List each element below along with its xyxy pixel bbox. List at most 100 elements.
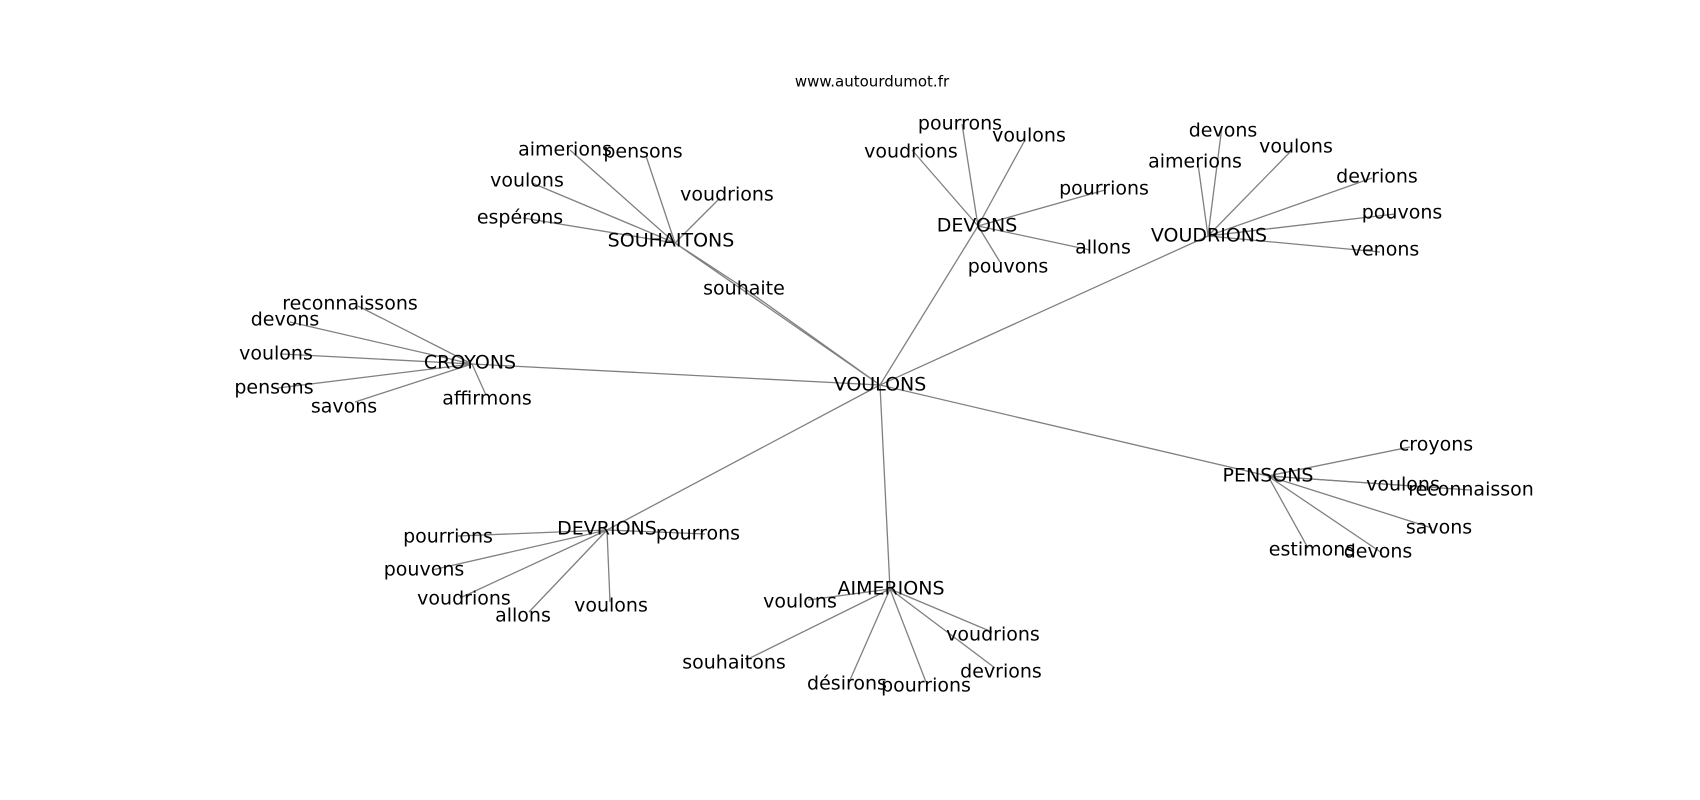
edge-devrions-allons <box>528 529 608 613</box>
leaf-label-souhaitons-voulons: voulons <box>490 170 564 192</box>
leaf-label-devrions-pourrions: pourrions <box>403 526 493 548</box>
leaf-label-voudrions-devons: devons <box>1189 120 1258 142</box>
edge-devons-voulons <box>977 139 1026 227</box>
leaf-label-voudrions-pouvons: pouvons <box>1362 202 1443 224</box>
leaf-label-devons-pourrions: pourrions <box>1059 178 1149 200</box>
site-url: www.autourdumot.fr <box>795 73 950 91</box>
edge-voudrions-pouvons <box>1207 213 1396 237</box>
edge-devrions-pourrions <box>457 529 608 537</box>
leaf-label-devrions-pourrons: pourrons <box>656 523 740 545</box>
leaf-label-voudrions-venons: venons <box>1351 239 1420 261</box>
edge-aimerions-souhaitons <box>745 588 891 661</box>
hub-label-devrions: DEVRIONS <box>557 518 657 540</box>
leaf-label-croyons-affirmons: affirmons <box>442 388 532 410</box>
leaf-label-pensons-devons: devons <box>1344 541 1413 563</box>
hub-label-souhaitons: SOUHAITONS <box>608 230 735 252</box>
edge-croyons-affirmons <box>471 363 487 396</box>
edge-devons-pourrons <box>961 123 979 227</box>
edge-aimerions-voulons <box>807 588 891 601</box>
edge-croyons-voulons <box>281 353 473 365</box>
leaf-label-croyons-devons: devons <box>251 309 320 331</box>
hub-label-voudrions: VOUDRIONS <box>1151 225 1267 247</box>
leaf-label-croyons-pensons: pensons <box>234 377 313 399</box>
edge-souhaitons-pensons <box>645 155 676 244</box>
center-node-label: VOULONS <box>834 374 927 396</box>
edge-center-pensons <box>879 384 1269 477</box>
leaf-label-devrions-allons: allons <box>495 605 551 627</box>
leaf-label-devrions-voulons: voulons <box>574 595 648 617</box>
leaf-label-aimerions-pourrions: pourrions <box>881 675 971 697</box>
edge-souhaitons-aimerions <box>569 149 676 244</box>
edge-devrions-voulons <box>606 529 611 603</box>
edge-souhaite-center <box>743 287 881 386</box>
edge-center-devrions <box>606 384 881 531</box>
edge-croyons-devons <box>289 321 473 365</box>
edge-souhaitons-voudrions <box>674 197 721 244</box>
edge-croyons-pensons <box>277 363 473 389</box>
edge-devons-pourrions <box>977 189 1106 227</box>
leaf-label-voudrions-devrions: devrions <box>1336 166 1418 188</box>
leaf-label-croyons-voulons: voulons <box>239 343 313 365</box>
leaf-label-devrions-pouvons: pouvons <box>384 559 465 581</box>
edge-devrions-voudrions <box>459 529 608 599</box>
leaf-label-devons-allons: allons <box>1075 237 1131 259</box>
leaf-label-pensons-croyons: croyons <box>1399 434 1473 456</box>
edge-voudrions-voulons <box>1207 149 1293 237</box>
edge-pensons-croyons <box>1267 446 1411 477</box>
edge-voudrions-venons <box>1207 235 1381 253</box>
edge-voudrions-devons <box>1207 125 1223 237</box>
leaf-label-croyons-reconnaissons: reconnaissons <box>282 293 418 315</box>
edge-pensons-reconnaisson <box>1267 475 1471 491</box>
leaf-label-devons-pourrons: pourrons <box>918 113 1002 135</box>
leaf-label-devrions-voudrions: voudrions <box>417 588 511 610</box>
edge-devons-voudrions <box>911 149 979 227</box>
hub-label-pensons: PENSONS <box>1223 465 1314 487</box>
edge-center-devons <box>879 225 979 386</box>
leaf-label-pensons-savons: savons <box>1406 517 1472 539</box>
leaf-label-souhaitons-pensons: pensons <box>603 141 682 163</box>
edge-souhaitons-souhaite <box>674 242 745 289</box>
hub-label-devons: DEVONS <box>937 215 1018 237</box>
edge-voudrions-devrions <box>1207 177 1373 237</box>
leaf-label-devons-voulons: voulons <box>992 125 1066 147</box>
edge-aimerions-devrions <box>889 588 996 669</box>
edge-aimerions-pourrions <box>889 588 927 683</box>
leaf-label-aimerions-souhaitons: souhaitons <box>682 652 786 674</box>
leaf-label-aimerions-voulons: voulons <box>763 591 837 613</box>
leaf-label-pensons-reconnaisson: reconnaisson <box>1408 479 1534 501</box>
edge-devons-allons <box>977 225 1091 251</box>
leaf-label-aimerions-devrions: devrions <box>960 661 1042 683</box>
graph-edges <box>277 123 1471 683</box>
leaf-label-devons-voudrions: voudrions <box>864 141 958 163</box>
edge-devrions-pouvons <box>431 529 608 571</box>
edge-souhaitons-esperons <box>522 217 676 244</box>
edge-aimerions-desirons <box>849 588 891 681</box>
edge-voudrions-aimerions <box>1197 163 1209 237</box>
edge-center-aimerions <box>879 384 891 590</box>
edge-center-voudrions <box>879 235 1209 386</box>
leaf-label-souhaite: souhaite <box>703 278 785 300</box>
edge-devons-pouvons <box>977 225 1001 263</box>
graph-labels: aimerionspensonsvoulonsvoudrionsespérons… <box>234 113 1533 697</box>
leaf-label-voudrions-voulons: voulons <box>1259 136 1333 158</box>
leaf-label-aimerions-voudrions: voudrions <box>946 624 1040 646</box>
edge-pensons-devons <box>1267 475 1383 554</box>
edge-pensons-estimons <box>1267 475 1309 549</box>
leaf-label-pensons-estimons: estimons <box>1269 539 1355 561</box>
leaf-label-voudrions-aimerions: aimerions <box>1148 151 1242 173</box>
leaf-label-croyons-savons: savons <box>311 396 377 418</box>
leaf-label-souhaitons-voudrions: voudrions <box>680 184 774 206</box>
leaf-label-devons-pouvons: pouvons <box>968 256 1049 278</box>
leaf-label-aimerions-desirons: désirons <box>807 673 887 695</box>
leaf-label-souhaitons-esperons: espérons <box>477 207 563 229</box>
hub-label-aimerions: AIMERIONS <box>837 578 944 600</box>
edge-devrions-pourrons <box>606 529 706 535</box>
leaf-label-pensons-voulons: voulons <box>1366 474 1440 496</box>
edge-aimerions-voudrions <box>889 588 993 633</box>
edge-pensons-savons <box>1267 475 1433 529</box>
leaf-label-souhaitons-aimerions: aimerions <box>518 139 612 161</box>
hub-label-croyons: CROYONS <box>424 352 516 374</box>
edge-croyons-savons <box>354 363 473 403</box>
edge-center-croyons <box>471 363 881 386</box>
